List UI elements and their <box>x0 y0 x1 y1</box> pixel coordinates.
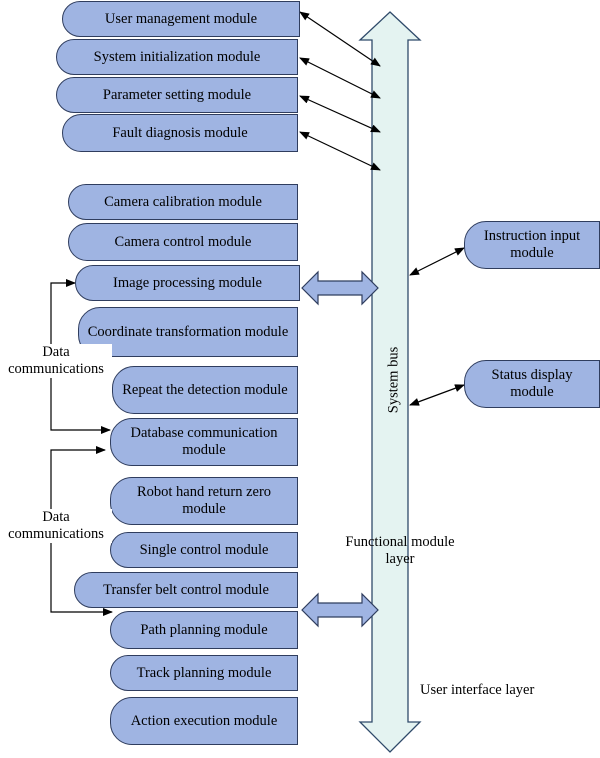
arrow-instruction <box>409 247 465 276</box>
arrow-fault <box>299 131 381 171</box>
module-status-display: Status display module <box>464 360 600 408</box>
module-image-processing: Image processing module <box>75 265 300 301</box>
data-comm-label-2: Data communications <box>0 509 112 543</box>
module-database-communication: Database communication module <box>110 418 298 466</box>
module-single-control: Single control module <box>110 532 298 568</box>
module-camera-control: Camera control module <box>68 223 298 261</box>
module-transfer-belt-control: Transfer belt control module <box>74 572 298 608</box>
module-parameter-setting: Parameter setting module <box>56 77 298 113</box>
module-action-execution: Action execution module <box>110 697 298 745</box>
module-coordinate-transformation: Coordinate transformation module <box>78 307 298 357</box>
block-arrow-lower <box>301 592 379 628</box>
data-comm-label-1: Data communications <box>0 344 112 378</box>
module-system-initialization: System initialization module <box>56 39 298 75</box>
module-user-management: User management module <box>62 1 300 37</box>
functional-layer-label: Functional module layer <box>345 534 455 567</box>
module-robot-hand-return-zero: Robot hand return zero module <box>110 477 298 525</box>
arrow-param <box>299 95 381 133</box>
module-fault-diagnosis: Fault diagnosis module <box>62 114 298 152</box>
module-path-planning: Path planning module <box>110 611 298 649</box>
arrow-user-mgmt <box>299 11 381 67</box>
block-arrow-upper <box>301 270 379 306</box>
arrow-sys-init <box>299 57 381 99</box>
module-instruction-input: Instruction input module <box>464 221 600 269</box>
arrow-status <box>409 384 465 406</box>
module-camera-calibration: Camera calibration module <box>68 184 298 220</box>
module-track-planning: Track planning module <box>110 655 298 691</box>
ui-layer-label: User interface layer <box>420 682 535 698</box>
system-bus-label: System bus <box>385 346 402 414</box>
module-repeat-detection: Repeat the detection module <box>112 366 298 414</box>
